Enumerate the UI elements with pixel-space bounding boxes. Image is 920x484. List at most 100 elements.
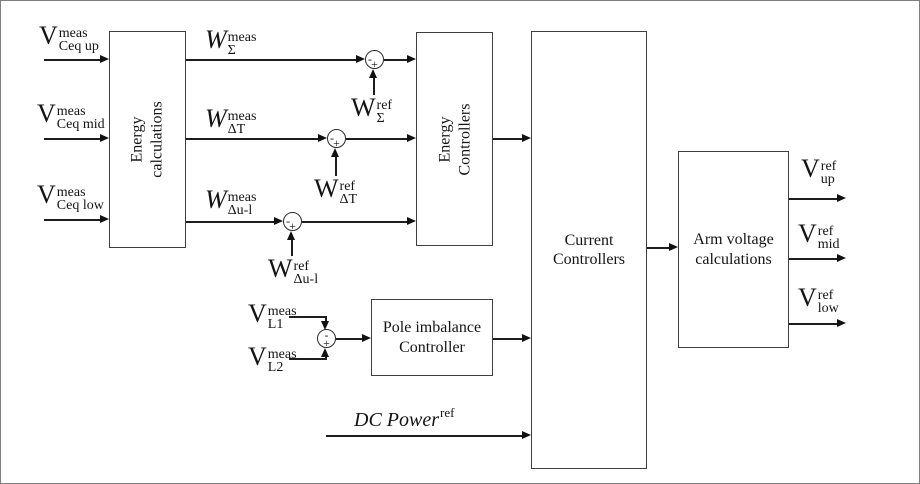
label-sub: low: [817, 301, 839, 317]
label-sup: ref: [339, 179, 356, 195]
label-sup: ref: [817, 224, 834, 240]
arrowhead-vmid-ref-output: [837, 254, 846, 262]
arrowhead-wsigma-ref: [369, 69, 377, 78]
minus-sign: -: [330, 131, 334, 145]
minus-sign: -: [324, 328, 329, 342]
label-sub: ΔT: [339, 192, 358, 208]
label-sup: ref: [376, 98, 393, 114]
block-energy-controllers: Energy Controllers: [416, 32, 493, 246]
label-sub: ΔT: [227, 122, 246, 138]
wire-vmid-ref-output: [789, 258, 837, 260]
block-current-controllers: Current Controllers: [531, 31, 647, 469]
wire-vceq-low-input: [44, 219, 100, 221]
arrowhead-pole-to-current-controllers: [522, 334, 531, 342]
arrowhead-vl1-meas: [321, 321, 329, 330]
block-energy-calculations-label: Energy calculations: [129, 101, 166, 178]
summing-junction-wdeltat: - +: [327, 129, 346, 150]
arrowhead-wdeltaul-error: [407, 217, 416, 225]
label-sup: ref: [820, 159, 837, 175]
wire-vl1-meas-drop: [325, 316, 327, 321]
block-energy-calculations: Energy calculations: [109, 31, 186, 248]
label-dc-power-ref: DC Powerref: [354, 405, 454, 432]
wire-wdeltat-ref: [335, 157, 337, 176]
label-base: V: [798, 283, 817, 312]
label-sup: ref: [440, 405, 455, 420]
wire-vl1-meas: [289, 316, 327, 318]
wire-vceq-up-input: [44, 59, 100, 61]
summing-junction-wsigma: - +: [365, 50, 384, 70]
label-sub: Ceq up: [58, 39, 99, 55]
arrowhead-vlow-ref-output: [837, 319, 846, 327]
label-sub: mid: [817, 237, 840, 253]
label-base: W: [268, 254, 293, 283]
label-sup: meas: [227, 30, 257, 46]
wire-energy-to-current-controllers: [493, 138, 522, 140]
label-sup: meas: [56, 104, 86, 120]
label-base: V: [248, 342, 267, 371]
label-sup: meas: [56, 185, 86, 201]
label-sub: L1: [267, 317, 284, 333]
minus-sign: -: [368, 52, 372, 66]
arrowhead-energy-to-current-controllers: [522, 134, 531, 142]
wire-vup-ref-output: [789, 198, 837, 200]
arrowhead-vup-ref-output: [837, 194, 846, 202]
wire-pole-error: [336, 338, 362, 340]
wire-wdeltaul-error: [302, 221, 407, 223]
label-sup: ref: [293, 259, 310, 275]
label-sub: Σ: [376, 111, 385, 127]
arrowhead-wsigma-meas: [356, 55, 365, 63]
block-arm-voltage-calculations: Arm voltage calculations: [678, 151, 789, 348]
wire-vl2-meas-rise: [325, 356, 327, 359]
wire-dc-power-ref: [326, 435, 522, 437]
label-base: V: [248, 299, 267, 328]
arrowhead-wdeltat-meas: [318, 134, 327, 142]
block-current-controllers-label: Current Controllers: [553, 231, 625, 269]
label-base: W: [205, 185, 227, 214]
plus-sign: +: [333, 136, 340, 150]
label-base: V: [39, 21, 58, 50]
arrowhead-vceq-up-input: [100, 55, 109, 63]
label-sub: Ceq low: [56, 198, 104, 214]
label-sub: L2: [267, 360, 284, 376]
label-base: V: [798, 219, 817, 248]
arrowhead-wdeltaul-meas: [274, 217, 283, 225]
label-base: W: [205, 25, 227, 54]
wire-wdeltat-meas: [186, 138, 318, 140]
wire-pole-to-current-controllers: [493, 338, 522, 340]
arrowhead-wsigma-error: [407, 55, 416, 63]
plus-sign: +: [323, 336, 330, 350]
arrowhead-wdeltaul-ref: [287, 231, 295, 240]
minus-sign: -: [286, 214, 290, 228]
arrowhead-vceq-low-input: [100, 215, 109, 223]
label-sup: meas: [267, 304, 297, 320]
plus-sign: +: [289, 219, 296, 233]
label-sub: up: [820, 172, 835, 188]
summing-junction-wdeltaul: - +: [283, 212, 302, 233]
block-pole-imbalance-controller: Pole imbalance Controller: [371, 299, 493, 376]
wire-wsigma-error: [384, 59, 407, 61]
label-sub: Δu-l: [293, 272, 319, 288]
wire-wsigma-meas: [186, 59, 356, 61]
label-sup: meas: [227, 190, 257, 206]
label-sup: meas: [58, 26, 88, 42]
block-arm-voltage-calculations-label: Arm voltage calculations: [693, 231, 774, 268]
label-sub: Ceq mid: [56, 117, 105, 133]
wire-wdeltaul-ref: [291, 240, 293, 256]
label-sup: meas: [267, 347, 297, 363]
label-base: W: [205, 104, 227, 133]
label-base: W: [314, 174, 339, 203]
summing-junction-pole-voltage: - +: [317, 328, 336, 350]
label-base: DC Power: [354, 409, 439, 431]
label-sup: ref: [817, 288, 834, 304]
wire-current-to-arm-voltage: [647, 247, 669, 249]
